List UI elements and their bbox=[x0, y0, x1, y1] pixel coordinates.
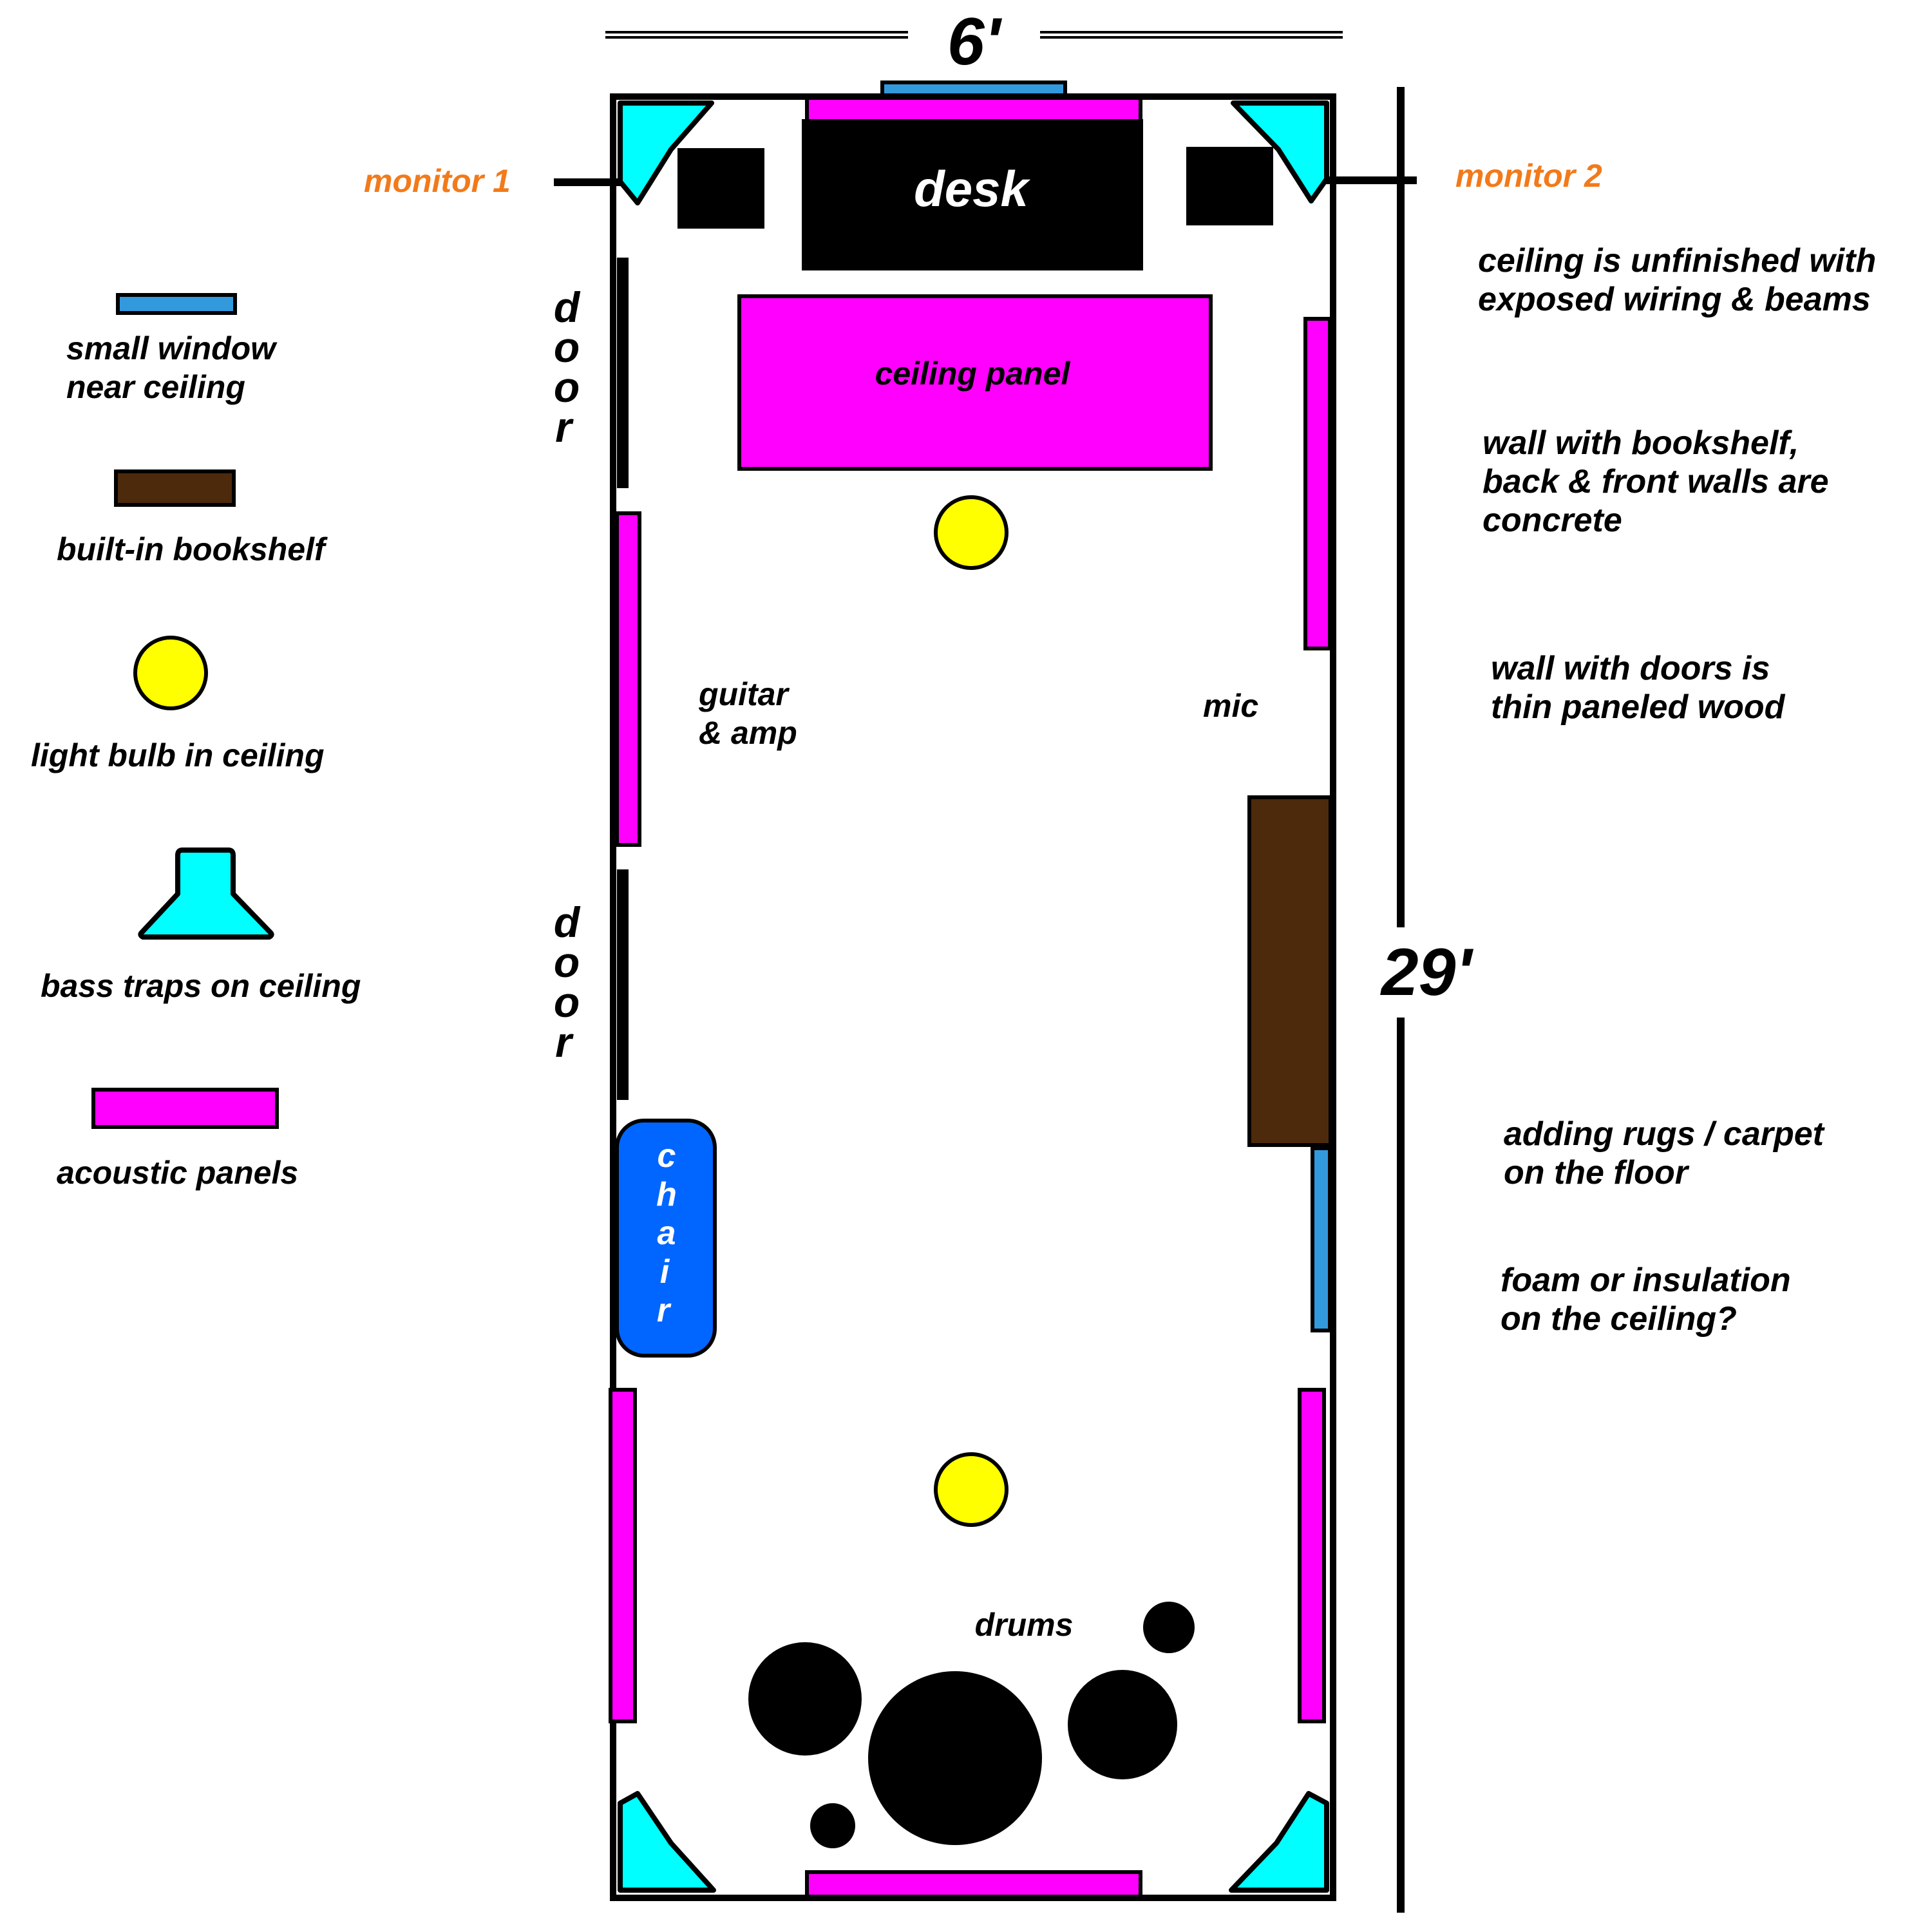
acoustic-panel-bottom bbox=[805, 1870, 1142, 1899]
width-dimension-label: 6' bbox=[947, 5, 1003, 79]
monitor-2-speaker bbox=[1186, 147, 1273, 225]
door-1 bbox=[617, 258, 629, 488]
acoustic-panel-left-lower bbox=[609, 1388, 637, 1723]
built-in-bookshelf bbox=[1247, 795, 1332, 1147]
note-foam: foam or insulation on the ceiling? bbox=[1501, 1262, 1800, 1338]
acoustic-panel-left-upper bbox=[615, 511, 641, 847]
legend-light-label: light bulb in ceiling bbox=[31, 737, 325, 773]
window-right bbox=[1311, 1146, 1332, 1332]
door-1-label: d o o r bbox=[554, 283, 581, 451]
legend-acoustic-swatch bbox=[91, 1088, 279, 1129]
note-ceiling: ceiling is unfinished with exposed wirin… bbox=[1478, 242, 1886, 318]
drum-floor-tom bbox=[748, 1642, 862, 1756]
svg-text:d: d bbox=[554, 283, 581, 331]
door-2 bbox=[617, 869, 629, 1100]
svg-text:a: a bbox=[658, 1215, 676, 1252]
legend-bass-trap-label: bass traps on ceiling bbox=[41, 968, 361, 1004]
svg-text:o: o bbox=[554, 323, 580, 371]
svg-text:d: d bbox=[554, 898, 581, 946]
chair-label: c h a i r bbox=[656, 1137, 677, 1329]
bass-trap-top-left bbox=[618, 100, 714, 205]
bass-trap-top-right bbox=[1231, 100, 1329, 204]
monitor-1-label: monitor 1 bbox=[364, 163, 511, 199]
svg-text:o: o bbox=[554, 938, 580, 986]
svg-text:o: o bbox=[554, 363, 580, 411]
door-2-label: d o o r bbox=[554, 898, 581, 1066]
legend-bass-trap-swatch bbox=[138, 848, 274, 940]
legend-bookshelf-swatch bbox=[114, 469, 236, 507]
length-dimension: 29' bbox=[1380, 87, 1474, 1913]
svg-text:r: r bbox=[555, 403, 574, 451]
svg-text:r: r bbox=[657, 1292, 672, 1329]
notes: ceiling is unfinished with exposed wirin… bbox=[1478, 242, 1886, 1338]
drum-cymbal-small bbox=[1143, 1602, 1195, 1653]
legend-window-label: small window near ceiling bbox=[66, 330, 285, 405]
note-door-wall: wall with doors is thin paneled wood bbox=[1491, 650, 1786, 726]
length-dimension-label: 29' bbox=[1380, 935, 1474, 1010]
acoustic-panel-right-upper bbox=[1303, 317, 1332, 650]
desk-label: desk bbox=[914, 160, 1030, 217]
drum-kit bbox=[748, 1602, 1195, 1848]
drums-label: drums bbox=[975, 1607, 1074, 1643]
note-bookshelf-wall: wall with bookshelf, back & front walls … bbox=[1482, 424, 1838, 539]
light-bulb-1 bbox=[934, 495, 1009, 570]
light-bulb-2 bbox=[934, 1452, 1009, 1527]
drum-snare bbox=[1068, 1670, 1177, 1779]
legend-bookshelf-label: built-in bookshelf bbox=[57, 531, 328, 567]
drum-hihat bbox=[810, 1803, 855, 1848]
width-dimension: 6' bbox=[605, 5, 1343, 79]
drum-kick bbox=[868, 1671, 1042, 1845]
monitor-2-label: monitor 2 bbox=[1455, 158, 1602, 194]
acoustic-panel-right-lower bbox=[1298, 1388, 1326, 1723]
guitar-amp-label: guitar & amp bbox=[698, 676, 797, 751]
legend-window-swatch bbox=[116, 293, 237, 315]
legend: small window near ceiling built-in books… bbox=[31, 293, 361, 1191]
bass-trap-bottom-right bbox=[1229, 1791, 1329, 1893]
desk bbox=[802, 119, 1143, 270]
bass-trap-bottom-left bbox=[618, 1791, 716, 1893]
svg-text:i: i bbox=[660, 1253, 670, 1291]
legend-light-swatch bbox=[133, 636, 208, 710]
ceiling-panel bbox=[737, 294, 1213, 471]
svg-text:c: c bbox=[658, 1137, 676, 1175]
svg-text:r: r bbox=[555, 1018, 574, 1066]
legend-acoustic-label: acoustic panels bbox=[57, 1155, 298, 1191]
ceiling-panel-label: ceiling panel bbox=[875, 355, 1071, 392]
monitor-1-speaker bbox=[677, 148, 764, 229]
svg-text:h: h bbox=[656, 1176, 677, 1213]
mic-label: mic bbox=[1203, 688, 1258, 724]
note-rugs: adding rugs / carpet on the floor bbox=[1504, 1115, 1833, 1191]
chair bbox=[615, 1119, 717, 1358]
svg-text:o: o bbox=[554, 978, 580, 1026]
